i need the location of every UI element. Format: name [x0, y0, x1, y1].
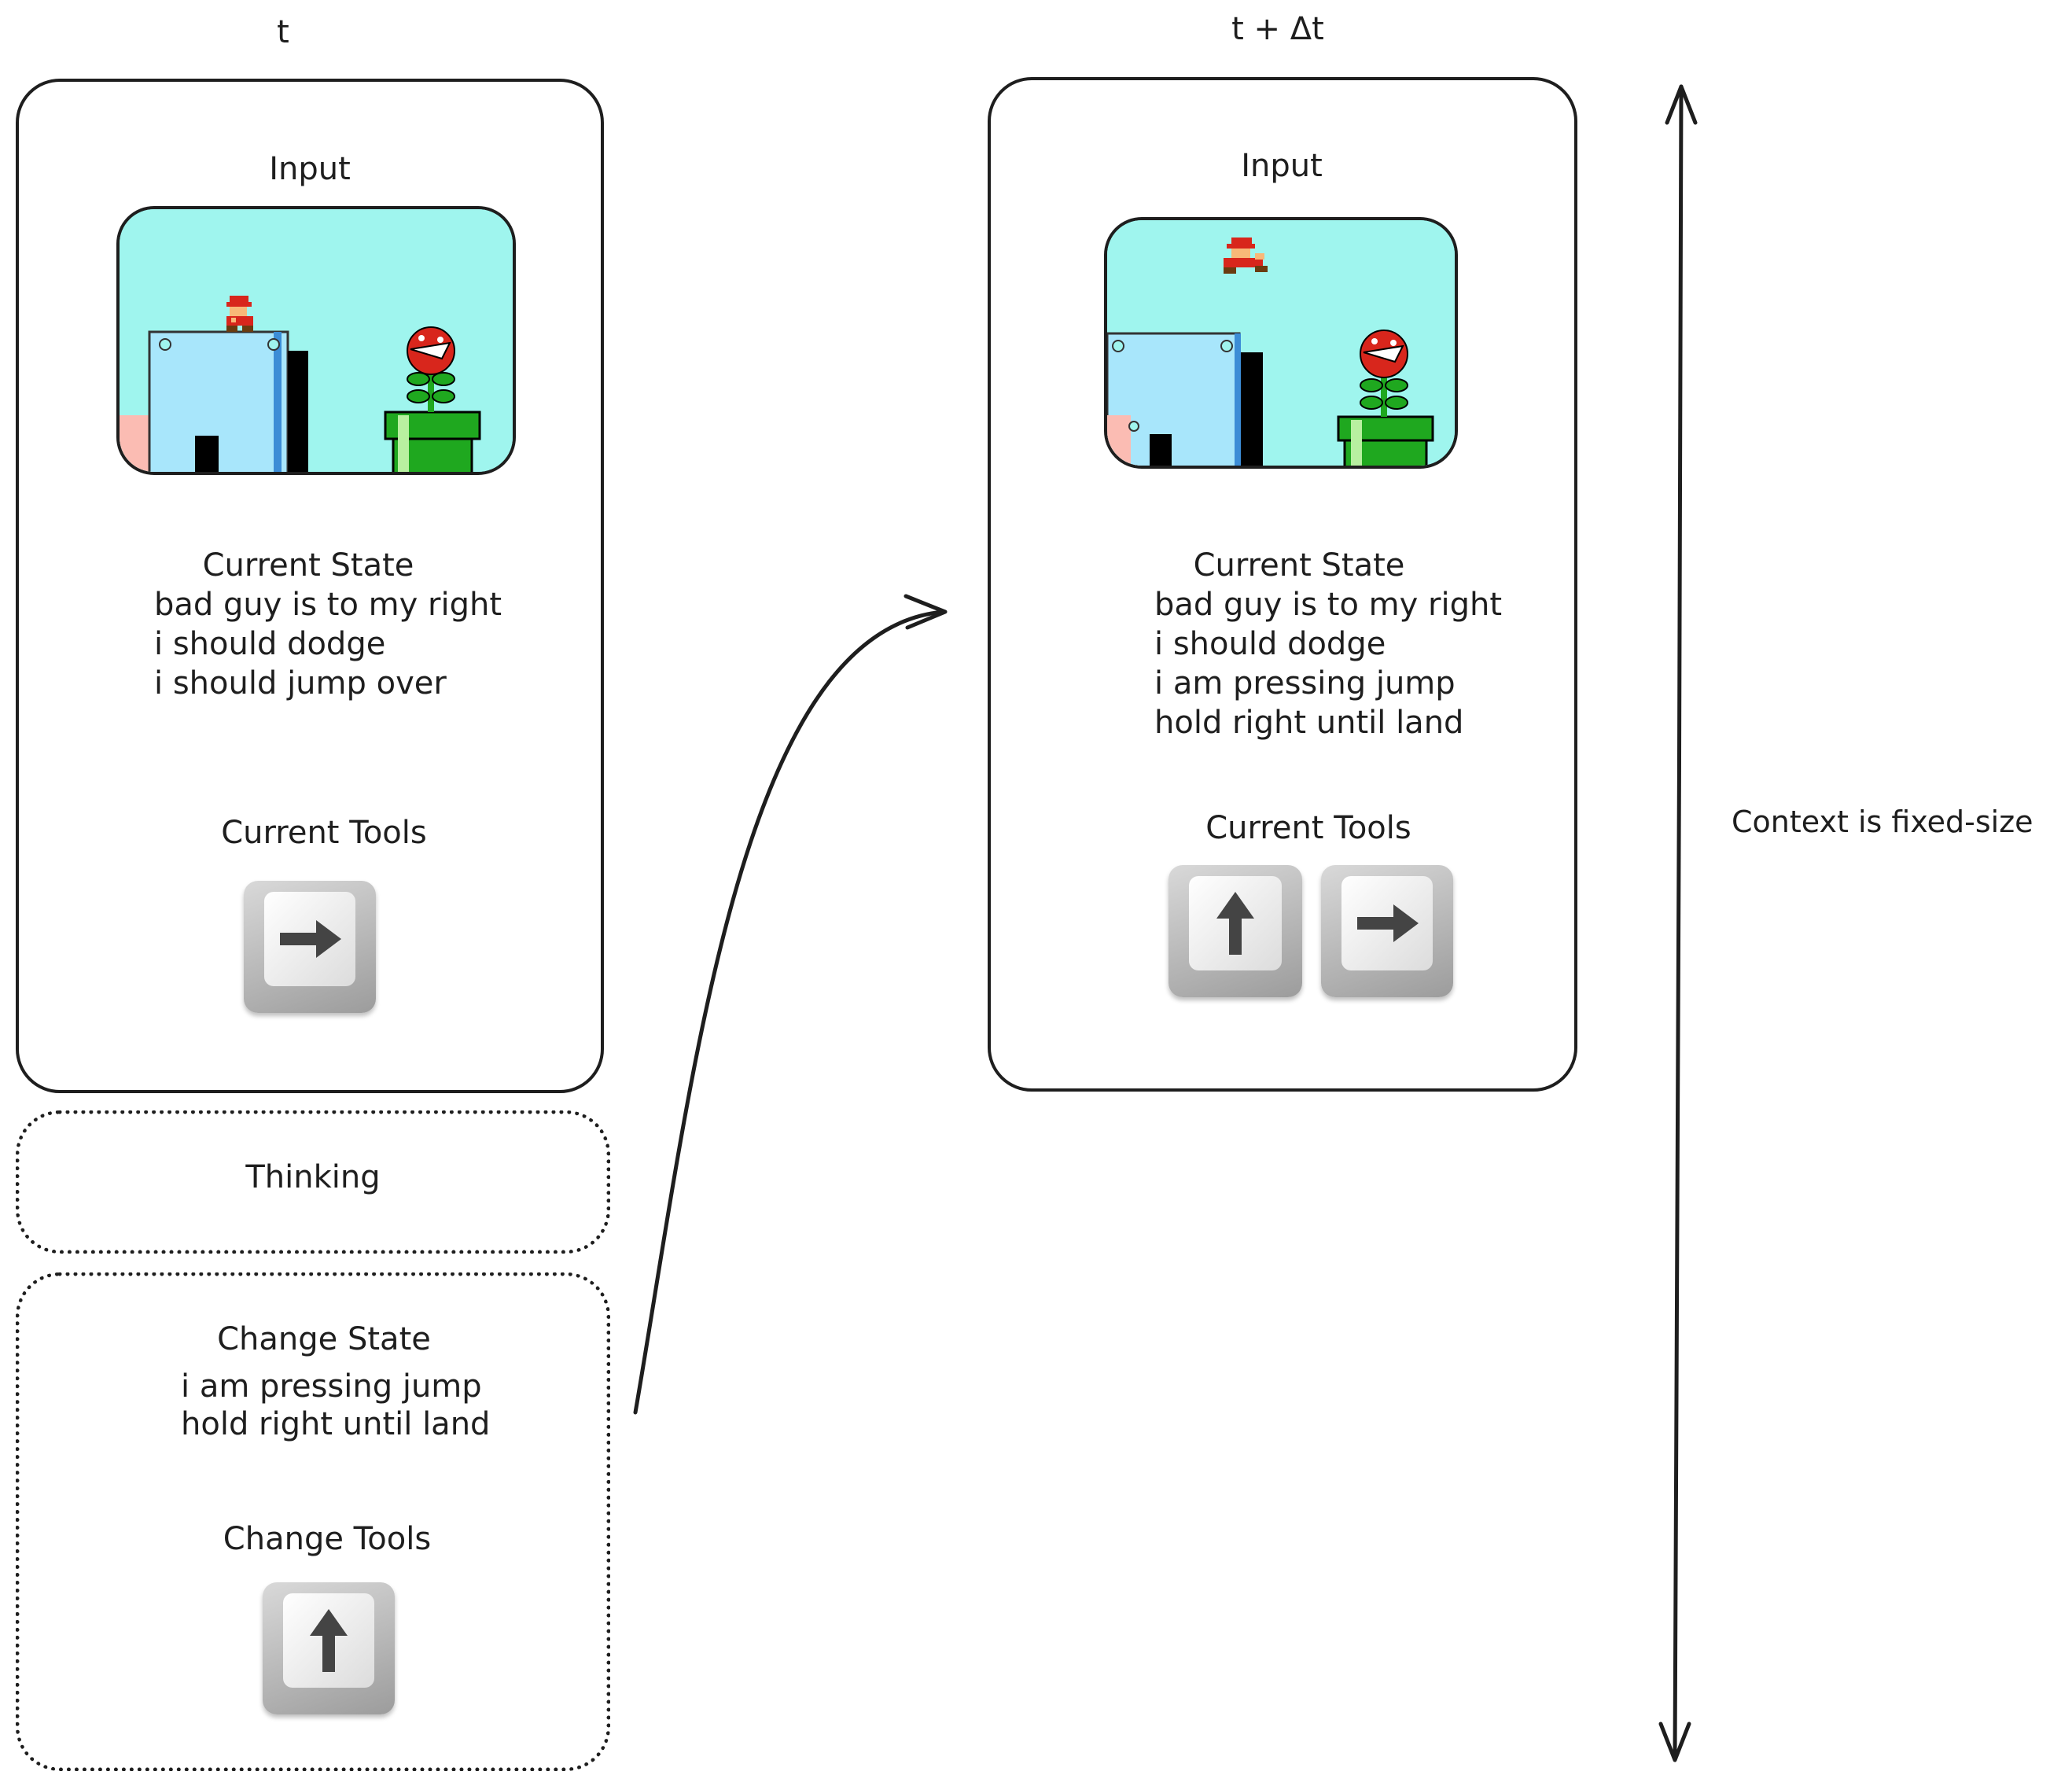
right-arrow-key-dt[interactable] [1321, 865, 1453, 997]
input-label-t: Input [269, 151, 351, 187]
up-arrow-icon [310, 1609, 348, 1672]
right-arrow-key[interactable] [244, 881, 376, 1013]
change-state-line-2: hold right until land [181, 1406, 491, 1442]
state-line-dt-1: bad guy is to my right [1154, 587, 1503, 623]
up-arrow-key[interactable] [1168, 865, 1302, 997]
current-tools-title-t-plus-dt: Current Tools [1205, 810, 1411, 846]
up-arrow-key-change[interactable] [263, 1582, 395, 1714]
thinking-box [16, 1110, 610, 1254]
transition-arrow [633, 594, 948, 1415]
game-frame-t-plus-dt [1104, 217, 1458, 469]
context-label: Context is fixed-size [1732, 805, 2033, 839]
state-panel-t [16, 79, 604, 1093]
right-arrow-icon [280, 920, 341, 958]
state-line-t-1: bad guy is to my right [154, 587, 502, 623]
state-line-dt-3: i am pressing jump [1154, 665, 1456, 702]
change-state-title: Change State [217, 1321, 431, 1357]
state-panel-t-plus-dt [988, 77, 1577, 1092]
game-frame-t [116, 206, 516, 475]
state-line-dt-2: i should dodge [1154, 626, 1386, 662]
current-tools-title-t: Current Tools [221, 815, 427, 851]
thinking-label: Thinking [245, 1159, 381, 1195]
right-arrow-icon [1357, 904, 1419, 942]
state-line-t-2: i should dodge [154, 626, 386, 662]
change-box [16, 1272, 610, 1771]
current-state-title-t-plus-dt: Current State [1193, 547, 1405, 584]
time-label-t-plus-dt: t + Δt [1231, 11, 1324, 47]
change-tools-title: Change Tools [223, 1521, 432, 1557]
up-arrow-icon [1216, 892, 1254, 955]
time-label-t: t [277, 14, 289, 50]
context-size-arrow [1658, 84, 1698, 1762]
change-state-line-1: i am pressing jump [181, 1368, 482, 1405]
state-line-dt-4: hold right until land [1154, 705, 1464, 741]
game-scene-t [120, 209, 513, 472]
game-scene-t-plus-dt [1107, 220, 1455, 466]
current-state-title-t: Current State [202, 547, 414, 584]
input-label-t-plus-dt: Input [1241, 148, 1323, 184]
state-line-t-3: i should jump over [154, 665, 447, 702]
